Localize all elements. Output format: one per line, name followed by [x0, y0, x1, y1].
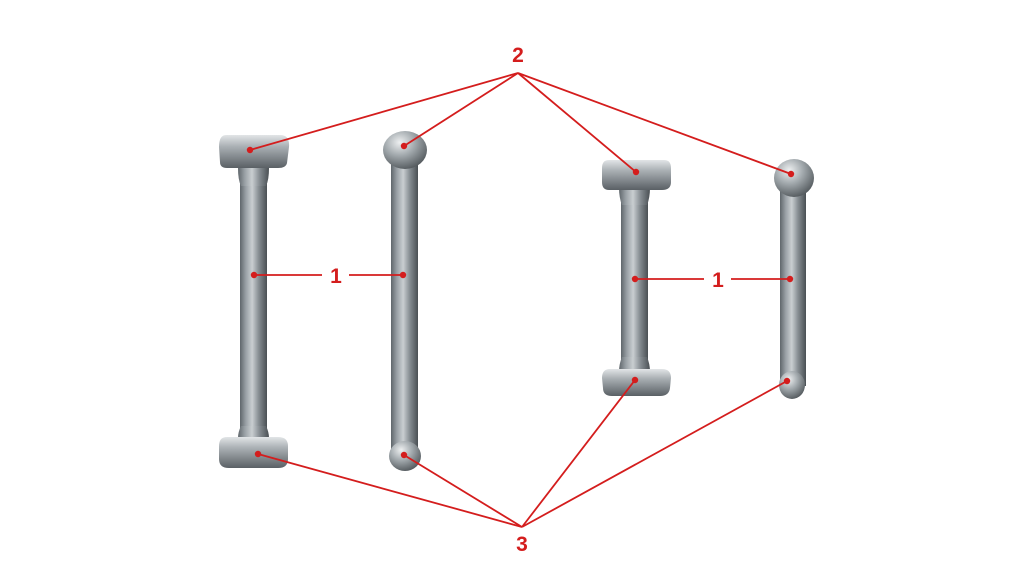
label-1-right: 1: [712, 269, 724, 292]
rivet-4-shaft: [780, 178, 806, 386]
rivet-1-top-head: [219, 135, 290, 168]
dot-1-rivet-3: [631, 275, 639, 283]
rivet-3-top-flare: [619, 187, 650, 205]
label-2: 2: [512, 44, 524, 67]
rivet-1-shaft: [240, 160, 267, 450]
label-3: 3: [516, 533, 528, 556]
rivet-4-bottom-head: [779, 371, 805, 399]
dot-3-rivet-3: [631, 376, 639, 384]
dot-2-rivet-2: [400, 142, 408, 150]
callouts: 2 3 1 1: [246, 44, 795, 556]
leader-2-rivet-1: [249, 72, 519, 151]
dot-1-rivet-4: [786, 275, 794, 283]
dot-2-rivet-3: [632, 168, 640, 176]
rivet-2-top-head: [383, 131, 427, 169]
leader-3-rivet-2: [403, 454, 523, 528]
rivet-1: [219, 135, 290, 468]
label-1-left: 1: [330, 265, 342, 288]
dot-3-rivet-4: [783, 377, 791, 385]
leader-3-rivet-4: [521, 380, 788, 528]
rivet-1-bottom-head: [219, 437, 288, 468]
dot-1-rivet-2: [399, 271, 407, 279]
leader-3-rivet-1: [257, 453, 523, 528]
dot-2-rivet-4: [787, 170, 795, 178]
dot-1-rivet-1: [250, 271, 258, 279]
rivet-4: [774, 159, 814, 399]
rivet-2-shaft: [391, 160, 418, 455]
leader-2-rivet-2: [403, 72, 519, 147]
dot-3-rivet-2: [400, 451, 408, 459]
rivet-2: [383, 131, 427, 471]
leader-3-rivet-3: [521, 379, 636, 528]
dot-3-rivet-1: [254, 450, 262, 458]
rivet-1-bottom-flare: [238, 426, 269, 438]
dot-2-rivet-1: [246, 146, 254, 154]
leader-2-rivet-4: [517, 72, 792, 175]
rivet-3-bottom-flare: [619, 357, 650, 372]
rivet-1-top-flare: [238, 168, 269, 186]
leader-2-rivet-3: [517, 72, 637, 173]
rivet-4-top-head: [774, 159, 814, 197]
